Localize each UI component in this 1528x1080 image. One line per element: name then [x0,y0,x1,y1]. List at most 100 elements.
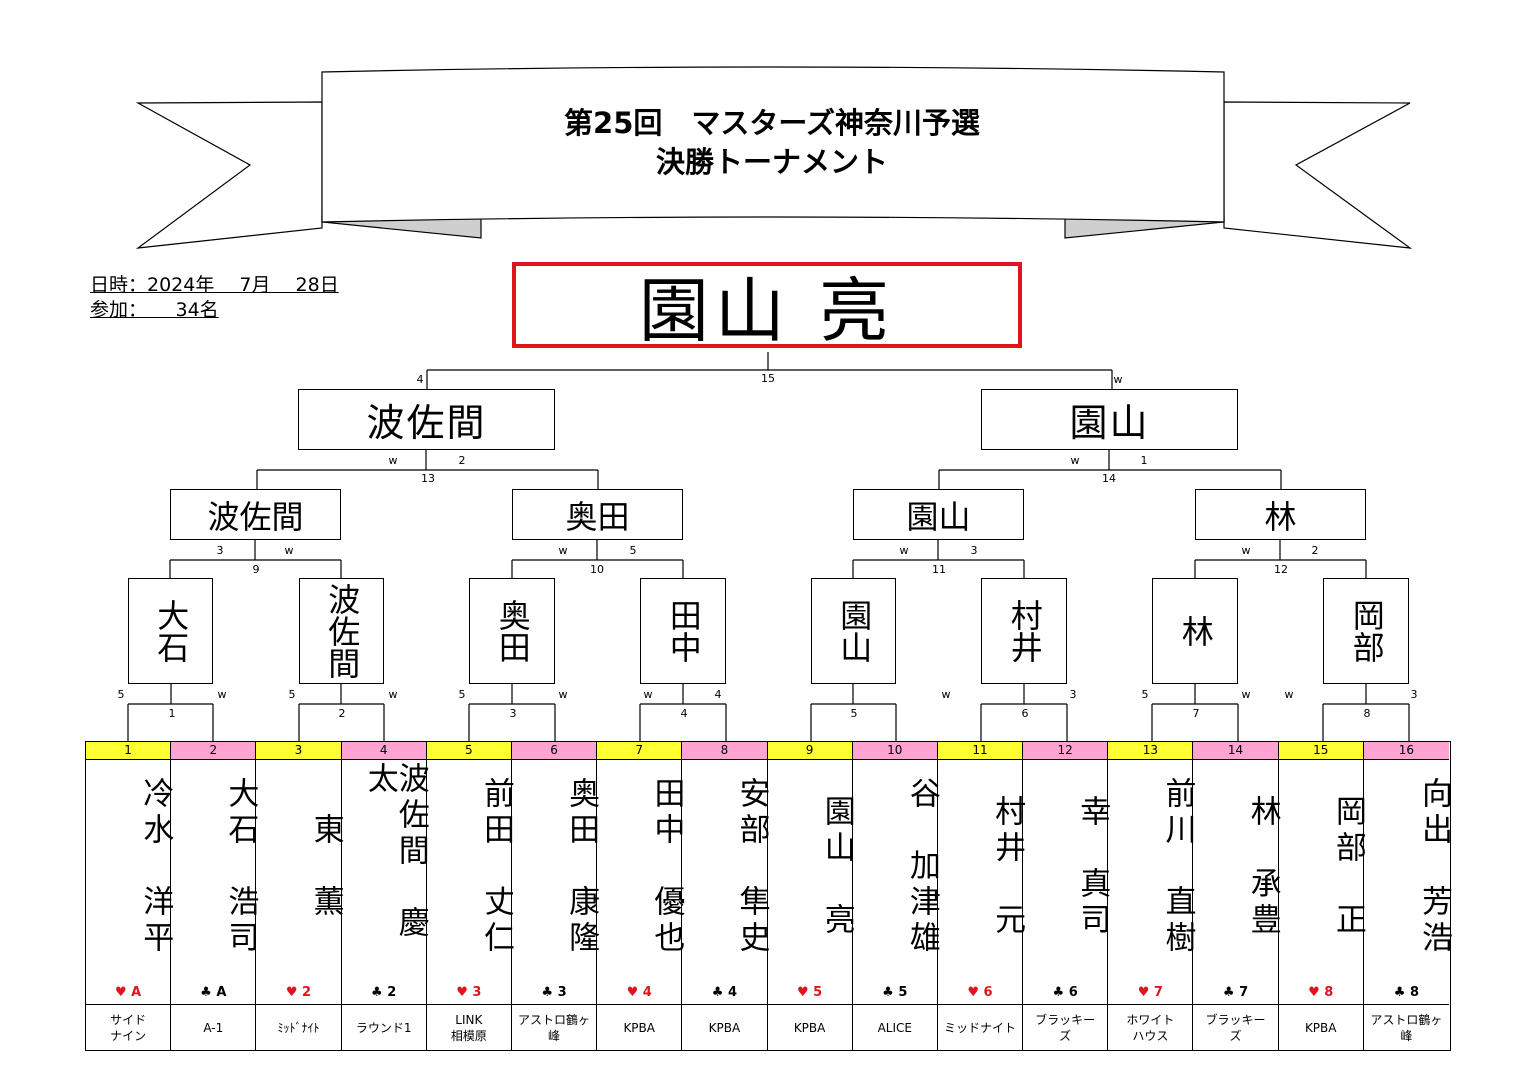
score: w [558,688,568,701]
score: 1 [1140,454,1148,467]
player-column: 14 林 承豊 ♣ 7 ブラッキー ズ [1193,742,1281,1050]
match-number: 15 [761,372,775,385]
score: w [1241,688,1251,701]
match-number: 7 [1192,707,1200,720]
match-number: 2 [338,707,346,720]
card-suit: ♥ 5 [796,985,823,1000]
match-number: 11 [932,563,946,576]
match-number: 3 [509,707,517,720]
player-name: 安部 隼史 [733,777,770,957]
club-label: KPBA [1304,1021,1337,1035]
score: 2 [458,454,466,467]
seed-number: 14 [1193,742,1278,760]
club-name: KPBA [767,1004,852,1051]
card-suit: ♣ 8 [1393,985,1420,1000]
score: 3 [1069,688,1077,701]
player-name: 岡部 正 [1329,795,1366,939]
score: 5 [458,688,466,701]
title-line2: 決勝トーナメント [655,145,888,179]
quarterfinalist: 波佐間 [299,578,384,684]
card-suit: ♣ A [200,985,227,1000]
score: w [643,688,653,701]
match-number: 13 [421,472,435,485]
bracket-connectors [127,352,1410,741]
seed-number: 4 [341,742,426,760]
score: 4 [714,688,722,701]
quarterfinalist: 岡部 [1323,578,1409,684]
champion-name: 園山 亮 [512,262,1022,352]
match-number: 6 [1021,707,1029,720]
finalist-left: 波佐間 [298,389,555,450]
player-name: 波佐間 慶太 [361,762,429,942]
quarterfinalist: 田中 [640,578,726,684]
player-name: 田中 優也 [648,777,685,957]
quarterfinalist: 奥田 [469,578,555,684]
player-name: 向出 芳浩 [1416,777,1452,957]
score: 2 [1311,544,1319,557]
match-number: 1 [168,707,176,720]
card-suit: ♣ 4 [711,985,738,1000]
player-column: 6 奥田 康隆 ♣ 3 アストロ鶴ヶ 峰 [511,742,600,1051]
participant-count: 参加： 34名 [90,299,219,321]
event-date: 日時：2024年 7月 28日 [90,274,339,296]
club-label: KPBA [623,1021,655,1035]
player-name: 東 薫 [307,813,344,921]
club-label: サイド ナイン [110,1013,147,1043]
score: w [1070,454,1080,467]
seed-number: 13 [1108,742,1193,760]
semifinalist: 園山 [853,489,1024,540]
score: 3 [216,544,224,557]
player-name: 谷 加津雄 [903,777,940,957]
player-name: 前川 直樹 [1159,777,1196,957]
card-suit: ♣ 5 [882,985,908,1000]
score: w [388,454,398,467]
card-suit: ♥ 2 [285,985,312,1000]
club-name: アストロ鶴ヶ 峰 [511,1004,597,1051]
quarterfinalist: 林 [1152,578,1238,684]
club-label: KPBA [793,1021,826,1035]
score: 4 [416,373,424,386]
player-name: 奥田 康隆 [563,777,600,957]
quarterfinalist: 大石 [128,578,213,684]
seed-number: 6 [511,742,597,760]
club-name: ブラッキー ズ [1023,1004,1108,1051]
club-label: ブラッキー ズ [1205,1013,1266,1043]
card-suit: ♥ 4 [626,985,652,1000]
score: w [284,544,294,557]
match-number: 4 [680,707,688,720]
seed-number: 16 [1363,742,1449,760]
seed-number: 3 [256,742,341,760]
player-name: 前田 丈仁 [477,777,514,957]
score: 5 [117,688,125,701]
player-name: 林 承豊 [1244,795,1281,939]
card-suit: ♣ 6 [1052,985,1078,1000]
score: w [899,544,909,557]
club-name: ALICE [852,1004,937,1051]
match-number: 12 [1274,563,1288,576]
club-label: LINK 相模原 [450,1013,487,1043]
card-suit: ♣ 7 [1222,985,1249,1000]
score: w [1241,544,1251,557]
score: 5 [629,544,637,557]
club-name: LINK 相模原 [426,1004,511,1051]
score: 5 [288,688,296,701]
match-number: 8 [1363,707,1371,720]
card-suit: ♣ 3 [541,985,567,1000]
club-label: ラウンド1 [355,1021,412,1035]
club-name: KPBA [682,1004,767,1051]
club-name: ミッドナイト [937,1004,1023,1051]
semifinalist: 波佐間 [170,489,341,540]
match-number: 10 [590,563,604,576]
